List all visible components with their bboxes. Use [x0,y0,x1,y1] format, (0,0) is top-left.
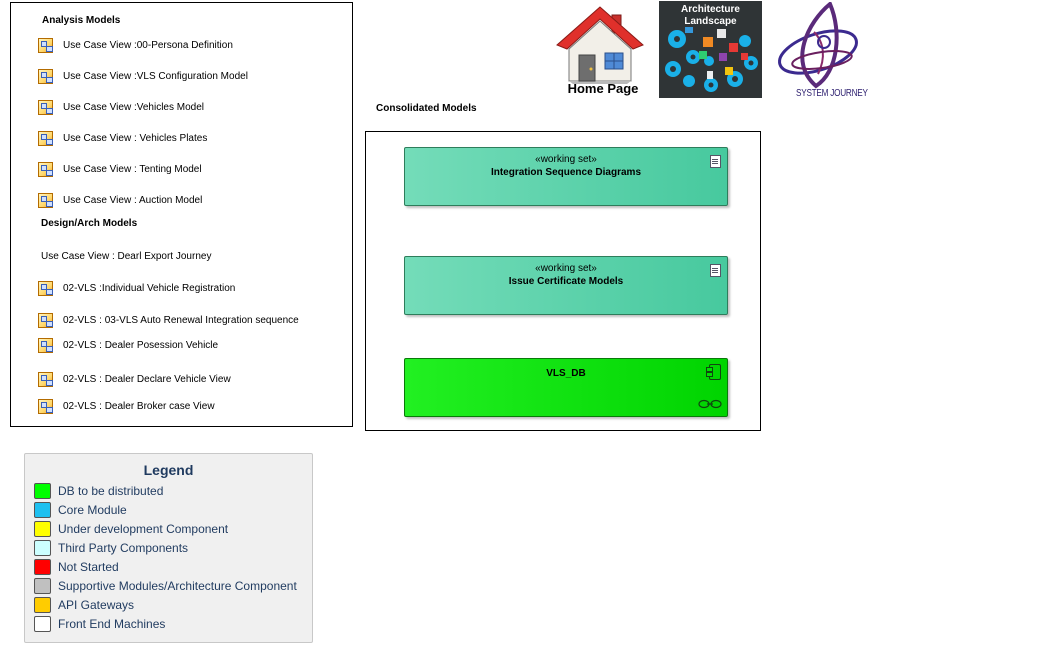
package-stereotype: «working set» [535,263,597,274]
diagram-link-label: Use Case View : Auction Model [63,195,203,206]
diagram-link-label: Use Case View : Tenting Model [63,164,202,175]
legend-item: API Gateways [34,597,134,613]
legend-item: Front End Machines [34,616,165,632]
legend-swatch [34,578,51,594]
system-journey-label: SYSTEM JOURNEY [796,88,868,99]
analysis-models-title: Analysis Models [42,15,121,26]
legend-label: Under development Component [58,522,229,536]
diagram-link-tenting-model[interactable]: Use Case View : Tenting Model [38,162,202,177]
diagram-link-label: 02-VLS : 03-VLS Auto Renewal Integration… [63,315,299,326]
diagram-link-label: 02-VLS : Dealer Broker case View [63,401,215,412]
diagram-link-label: Use Case View :Vehicles Model [63,102,204,113]
diagram-link-auction-model[interactable]: Use Case View : Auction Model [38,193,202,208]
orbit-logo-icon [778,0,858,89]
diagram-link-label: 02-VLS :Individual Vehicle Registration [63,283,236,294]
diagram-link-dealer-posession-vehicle[interactable]: 02-VLS : Dealer Posession Vehicle [38,338,218,353]
models-panel: Analysis Models Use Case View :00-Person… [10,2,353,427]
diagram-icon [38,38,53,53]
legend-label: Front End Machines [58,617,166,631]
diagram-icon [38,193,53,208]
legend-swatch [34,597,51,613]
diagram-link-auto-renewal-integration[interactable]: 02-VLS : 03-VLS Auto Renewal Integration… [38,313,299,328]
link-icon [698,399,722,409]
diagram-icon [38,69,53,84]
legend-swatch [34,483,51,499]
diagram-link-label: Use Case View : Dearl Export Journey [41,251,212,262]
consolidated-models-panel: «working set» Integration Sequence Diagr… [365,131,761,431]
architecture-landscape-title: Architecture Landscape [681,4,740,27]
legend-label: Supportive Modules/Architecture Componen… [58,579,297,593]
legend-label: API Gateways [58,598,135,612]
design-arch-models-title: Design/Arch Models [41,218,138,229]
diagram-icon [38,313,53,328]
home-page-link[interactable]: Home Page [555,5,645,97]
legend-swatch [34,502,51,518]
legend-swatch [34,540,51,556]
legend-swatch [34,559,51,575]
diagram-icon [38,372,53,387]
legend-swatch [34,521,51,537]
legend-item: Core Module [34,502,127,518]
home-page-label: Home Page [567,81,639,96]
gears-icon [665,27,758,92]
component-name: VLS_DB [546,368,586,379]
diagram-link-dearl-export-journey[interactable]: Use Case View : Dearl Export Journey [41,251,211,262]
diagram-icon [38,100,53,115]
diagram-link-label: 02-VLS : Dealer Posession Vehicle [63,340,219,351]
package-name: Integration Sequence Diagrams [490,167,642,178]
diagram-icon [38,338,53,353]
document-icon [710,264,721,277]
diagram-link-individual-vehicle-registration[interactable]: 02-VLS :Individual Vehicle Registration [38,281,235,296]
legend-item: DB to be distributed [34,483,163,499]
package-stereotype: «working set» [535,154,597,165]
diagram-icon [38,281,53,296]
package-issue-certificate-models[interactable]: «working set» Issue Certificate Models [404,256,728,315]
component-vls-db[interactable]: VLS_DB [404,358,728,417]
diagram-link-label: Use Case View :VLS Configuration Model [63,71,248,82]
diagram-icon [38,131,53,146]
diagram-link-label: 02-VLS : Dealer Declare Vehicle View [63,374,231,385]
legend-item: Not Started [34,559,119,575]
legend-swatch [34,616,51,632]
legend-label: Core Module [58,503,127,517]
document-icon [710,155,721,168]
diagram-link-label: Use Case View :00-Persona Definition [63,40,233,51]
legend-label: Third Party Components [58,541,189,555]
consolidated-models-title: Consolidated Models [376,103,477,114]
diagram-link-vls-configuration[interactable]: Use Case View :VLS Configuration Model [38,69,248,84]
diagram-link-vehicles-model[interactable]: Use Case View :Vehicles Model [38,100,204,115]
package-integration-sequence-diagrams[interactable]: «working set» Integration Sequence Diagr… [404,147,728,206]
diagram-link-label: Use Case View : Vehicles Plates [63,133,208,144]
diagram-link-dealer-broker-case[interactable]: 02-VLS : Dealer Broker case View [38,399,215,414]
house-icon [556,6,644,84]
diagram-link-persona-definition[interactable]: Use Case View :00-Persona Definition [38,38,233,53]
component-icon [706,364,721,380]
diagram-icon [38,162,53,177]
legend-label: Not Started [58,560,119,574]
architecture-landscape-link[interactable]: Architecture Landscape [659,1,762,98]
legend-title: Legend [143,462,194,478]
legend-item: Under development Component [34,521,228,537]
diagram-icon [38,399,53,414]
package-name: Issue Certificate Models [508,276,624,287]
system-journey-link[interactable]: SYSTEM JOURNEY [768,0,876,102]
legend-item: Third Party Components [34,540,188,556]
legend-label: DB to be distributed [58,484,164,498]
diagram-link-vehicles-plates[interactable]: Use Case View : Vehicles Plates [38,131,207,146]
diagram-link-dealer-declare-vehicle[interactable]: 02-VLS : Dealer Declare Vehicle View [38,372,231,387]
legend-item: Supportive Modules/Architecture Componen… [34,578,297,594]
